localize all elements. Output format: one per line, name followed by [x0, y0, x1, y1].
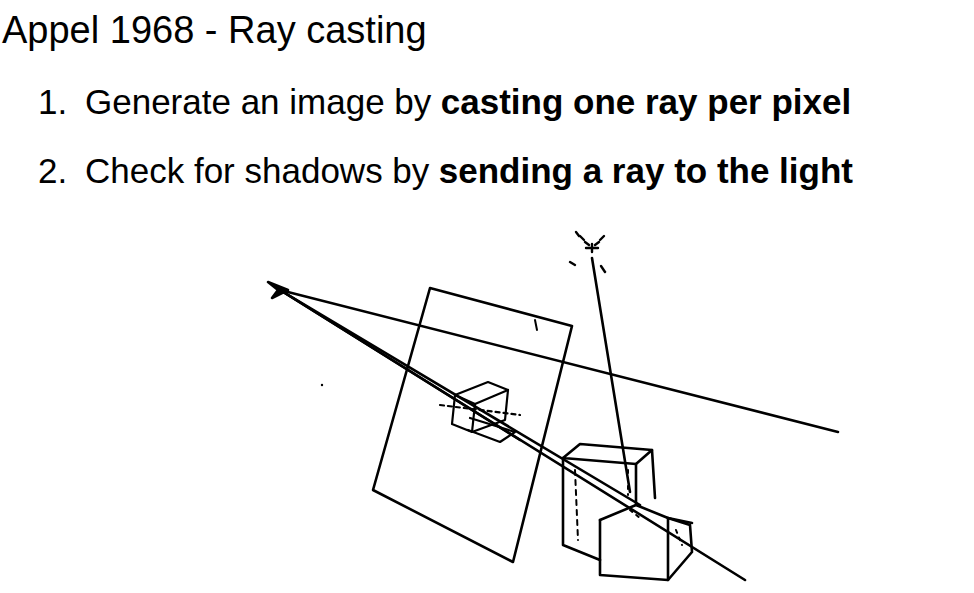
projected-cube — [440, 382, 520, 442]
view-ray — [280, 290, 838, 432]
bold-phrase: casting one ray per pixel — [441, 82, 851, 122]
shadow-ray — [592, 258, 630, 492]
plane-tick — [535, 320, 537, 330]
view-ray — [280, 290, 640, 505]
light-source — [570, 232, 605, 272]
speck — [321, 384, 323, 386]
list-number: 2. — [38, 151, 68, 191]
bold-phrase: sending a ray to the light — [439, 151, 853, 191]
list-text: Generate an image by — [85, 82, 431, 122]
list-number: 1. — [38, 82, 68, 122]
list-item: 1. Generate an image bycasting one ray pe… — [38, 82, 861, 122]
list-item: 2. Check for shadows bysending a ray to t… — [38, 151, 862, 191]
scene-object — [563, 444, 692, 580]
view-ray — [280, 290, 745, 580]
view-ray — [280, 290, 520, 440]
list-text: Check for shadows by — [85, 151, 429, 191]
slide-title: Appel 1968 - Ray casting — [2, 9, 427, 53]
image-plane — [373, 288, 572, 562]
